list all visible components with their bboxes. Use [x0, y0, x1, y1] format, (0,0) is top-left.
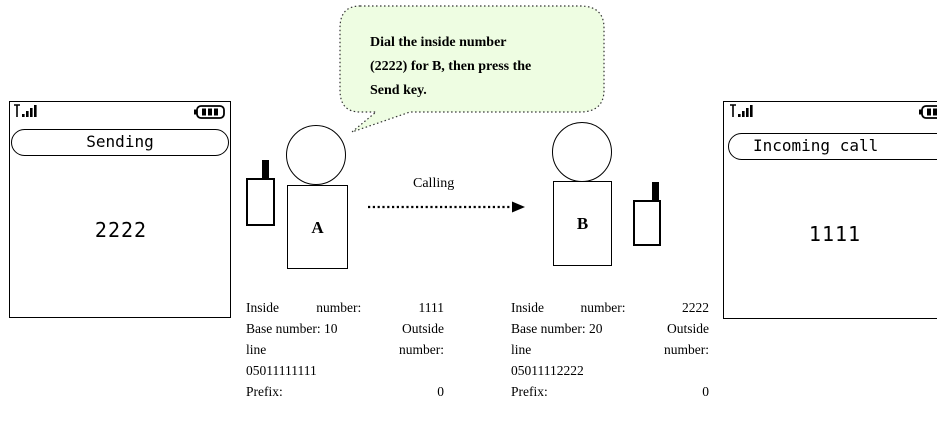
dotted-arrow-icon — [368, 201, 525, 213]
caller-number: 1111 — [808, 222, 862, 246]
battery-icon — [919, 105, 937, 119]
info-label: Prefix: — [511, 384, 548, 399]
outside-number-row: 05011111111 — [246, 360, 444, 381]
info-label: number: — [316, 300, 362, 315]
person-b-body: B — [553, 181, 612, 266]
info-label: Prefix: — [246, 384, 283, 399]
info-value: 05011112222 — [511, 363, 584, 378]
person-a-head — [286, 125, 346, 185]
person-b-label: B — [576, 214, 589, 233]
instruction-line: Send key. — [370, 83, 427, 98]
info-text: Outside — [667, 321, 709, 336]
prefix-row: Prefix: 0 — [511, 381, 709, 402]
info-value: 0 — [702, 384, 709, 399]
person-a-body: A — [287, 185, 348, 269]
info-label: Inside — [511, 300, 544, 315]
info-value: 1111 — [418, 300, 445, 315]
outside-line-row: line number: — [246, 339, 444, 360]
info-text: number: — [664, 342, 709, 357]
info-value: 2222 — [682, 300, 709, 315]
mobile-phone-icon — [262, 160, 269, 182]
screen-title: Incoming call — [728, 133, 937, 160]
sender-phone-screen: Sending 2222 — [9, 101, 231, 318]
info-text: line — [246, 342, 267, 357]
base-number-row: Base number: 20 Outside — [511, 318, 709, 339]
info-value: 05011111111 — [246, 363, 317, 378]
status-bar — [724, 102, 937, 128]
info-text: Base number: 20 — [511, 321, 603, 336]
battery-icon — [194, 105, 225, 119]
mobile-phone-icon — [246, 178, 275, 226]
signal-icon — [730, 104, 753, 117]
base-number-row: Base number: 10 Outside — [246, 318, 444, 339]
person-a-info: Inside number: 1111 Base number: 10 Outs… — [246, 297, 444, 402]
outside-number-row: 05011112222 — [511, 360, 709, 381]
status-bar — [10, 102, 230, 128]
dialed-number: 2222 — [94, 218, 148, 242]
outside-line-row: line number: — [511, 339, 709, 360]
calling-label: Calling — [413, 176, 455, 191]
info-text: Outside — [402, 321, 444, 336]
info-text: line — [511, 342, 532, 357]
receiver-phone-screen: Incoming call 1111 — [723, 101, 937, 319]
screen-title: Sending — [11, 129, 229, 156]
info-label: number: — [580, 300, 626, 315]
inside-number-row: Inside number: 2222 — [511, 297, 709, 318]
person-b-head — [552, 122, 612, 182]
mobile-phone-icon — [652, 182, 659, 204]
inside-number-row: Inside number: 1111 — [246, 297, 444, 318]
instruction-line: Dial the inside number — [370, 35, 507, 50]
info-label: Inside — [246, 300, 279, 315]
info-value: 0 — [437, 384, 444, 399]
instruction-text: Dial the inside number (2222) for B, the… — [370, 31, 531, 103]
mobile-phone-icon — [633, 200, 661, 246]
person-a-label: A — [311, 218, 324, 237]
speech-bubble — [339, 5, 605, 133]
prefix-row: Prefix: 0 — [246, 381, 444, 402]
info-text: Base number: 10 — [246, 321, 338, 336]
person-b-info: Inside number: 2222 Base number: 20 Outs… — [511, 297, 709, 402]
instruction-line: (2222) for B, then press the — [370, 59, 532, 74]
info-text: number: — [399, 342, 444, 357]
signal-icon — [14, 104, 37, 117]
